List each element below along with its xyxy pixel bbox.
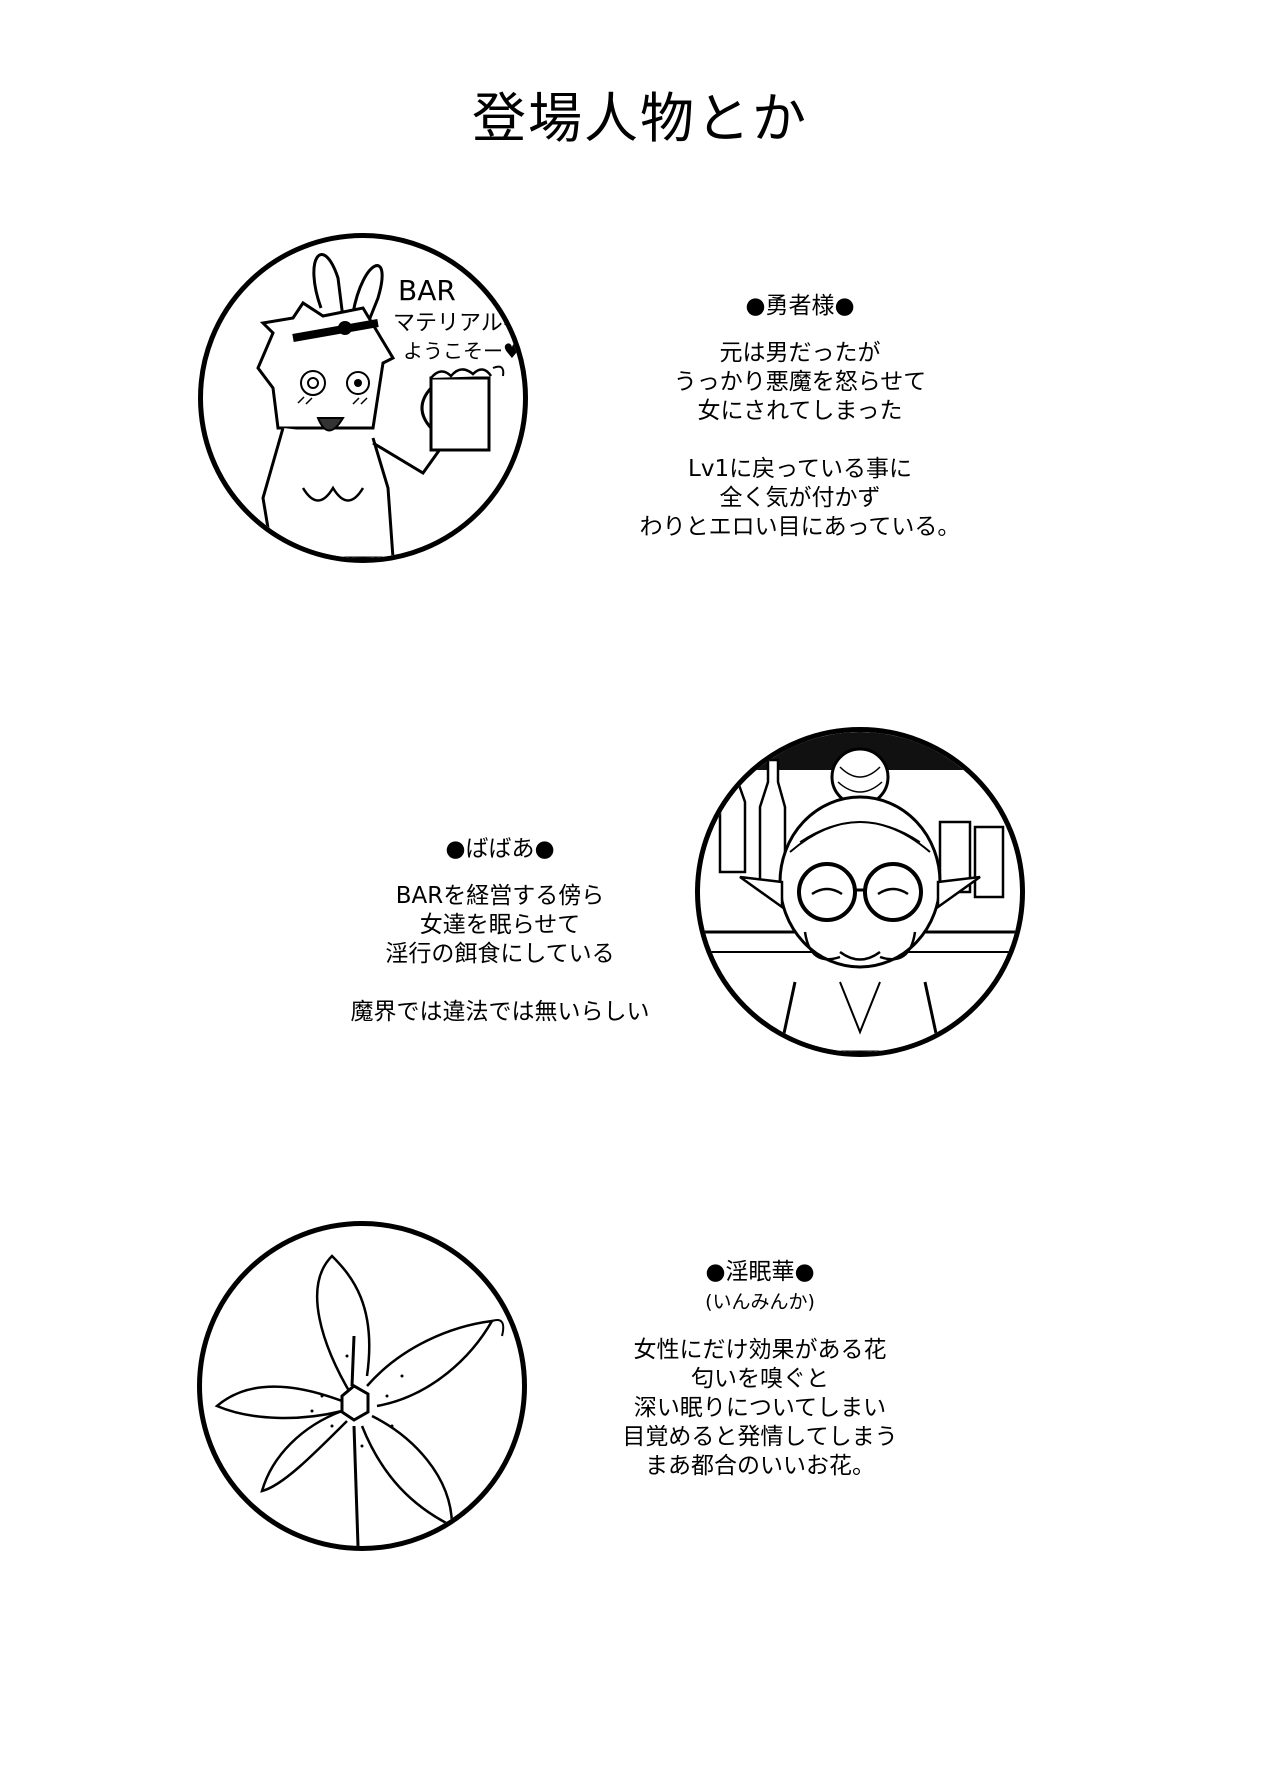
hero-illustration: BAR マテリアルへ ようこそー♥ [256, 253, 523, 558]
inminka-reading: (いんみんか) [705, 1291, 815, 1313]
hero-line-5: Lv1に戻っている事に [688, 456, 912, 482]
hero-line-6: 全く気が付かず [719, 485, 881, 511]
hero-line-7: わりとエロい目にあっている。 [639, 514, 961, 540]
babaa-line-2: 女達を眠らせて [419, 912, 581, 938]
inminka-line-5: まあ都合のいいお花。 [645, 1453, 875, 1479]
inminka-line-1: 女性にだけ効果がある花 [633, 1337, 887, 1363]
inminka-line-4: 目覚めると発情してしまう [622, 1424, 898, 1450]
hero-name: ●勇者様● [745, 293, 855, 319]
babaa-name: ●ばばあ● [445, 836, 555, 862]
page-title: 登場人物とか [472, 87, 808, 150]
inminka-name: ●淫眠華● [705, 1259, 815, 1285]
babaa-line-1: BARを経営する傍ら [395, 883, 605, 909]
inminka-info: ●淫眠華● (いんみんか) 女性にだけ効果がある花 匂いを嗅ぐと 深い眠りについ… [560, 1258, 960, 1481]
babaa-illustration [700, 732, 1020, 1052]
hero-info: ●勇者様● 元は男だったが うっかり悪魔を怒らせて 女にされてしまった Lv1に… [600, 292, 1000, 542]
hero-speech-line-1: BAR [398, 274, 456, 307]
babaa-portrait [695, 727, 1025, 1057]
inminka-line-2: 匂いを嗅ぐと [691, 1366, 829, 1392]
babaa-line-3: 淫行の餌食にしている [385, 941, 615, 967]
babaa-line-5: 魔界では違法では無いらしい [350, 999, 650, 1025]
flower-illustration [214, 1254, 505, 1546]
hero-line-3: 女にされてしまった [697, 398, 903, 424]
hero-portrait: BAR マテリアルへ ようこそー♥ [198, 233, 528, 563]
hero-speech-line-3: ようこそー♥ [403, 339, 521, 363]
babaa-info: ●ばばあ● BARを経営する傍ら 女達を眠らせて 淫行の餌食にしている 魔界では… [300, 835, 700, 1027]
flower-portrait [197, 1221, 527, 1551]
hero-line-1: 元は男だったが [719, 340, 881, 366]
hero-speech-line-2: マテリアルへ [393, 311, 523, 336]
babaa-line-gap [300, 969, 700, 998]
hero-line-gap [600, 426, 1000, 455]
hero-line-2: うっかり悪魔を怒らせて [673, 369, 927, 395]
inminka-line-3: 深い眠りについてしまい [633, 1395, 887, 1421]
